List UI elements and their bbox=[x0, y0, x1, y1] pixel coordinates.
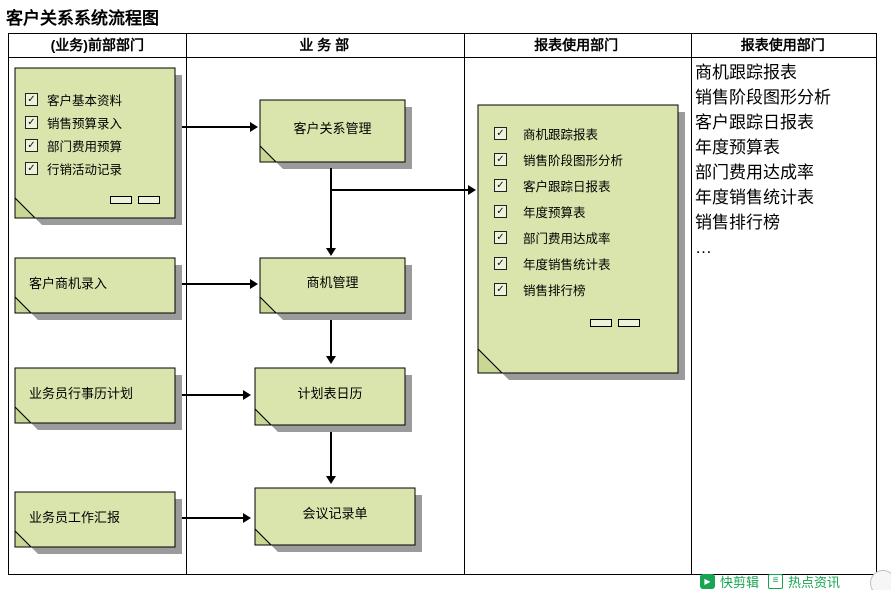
doc-label: 业务员工作汇报 bbox=[29, 510, 121, 525]
column-divider-3 bbox=[691, 34, 692, 574]
doc-opportunity-entry: 客户商机录入 bbox=[14, 257, 182, 320]
list-item: ✓ 客户基本资料 bbox=[25, 88, 122, 111]
checkbox-icon: ✓ bbox=[494, 178, 507, 192]
report-name-list: 商机跟踪报表 销售阶段图形分析 客户跟踪日报表 年度预算表 部门费用达成率 年度… bbox=[695, 60, 831, 260]
doc-work-report: 业务员工作汇报 bbox=[14, 491, 182, 554]
quick-clip-label: 快剪辑 bbox=[720, 575, 760, 590]
item-label: 部门费用达成率 bbox=[523, 231, 611, 246]
list-item: ✓ 行销活动记录 bbox=[25, 157, 122, 180]
item-label: 销售阶段图形分析 bbox=[523, 153, 624, 168]
item-label: 销售预算录入 bbox=[47, 117, 123, 131]
floating-widget-button[interactable] bbox=[870, 570, 891, 590]
list-item: ✓ 销售排行榜 bbox=[494, 276, 623, 302]
box-label: 计划表日历 bbox=[297, 386, 363, 401]
box-label: 客户关系管理 bbox=[293, 120, 372, 136]
checkbox-icon: ✓ bbox=[494, 230, 507, 244]
report-name: 部门费用达成率 bbox=[695, 163, 814, 182]
checkbox-icon: ✓ bbox=[494, 152, 507, 166]
checkbox-icon: ✓ bbox=[25, 139, 38, 152]
mini-button-icon bbox=[110, 196, 132, 204]
mini-button-icon bbox=[590, 319, 612, 327]
doc-calendar-plan: 业务员行事历计划 bbox=[14, 367, 182, 430]
checkbox-icon: ✓ bbox=[25, 116, 38, 129]
checkbox-icon: ✓ bbox=[494, 256, 507, 270]
list-item: ✓ 销售预算录入 bbox=[25, 111, 122, 134]
checkbox-icon: ✓ bbox=[25, 162, 38, 175]
box-schedule-calendar: 计划表日历 bbox=[254, 367, 412, 432]
play-icon: ▶ bbox=[700, 574, 715, 589]
hot-news-label: 热点资讯 bbox=[788, 575, 841, 590]
page-title: 客户关系系统流程图 bbox=[6, 9, 159, 28]
item-label: 行销活动记录 bbox=[47, 163, 123, 177]
box-label: 商机管理 bbox=[306, 275, 359, 290]
checkbox-icon: ✓ bbox=[494, 126, 507, 140]
list-item: ✓ 年度预算表 bbox=[494, 198, 623, 224]
column-divider-1 bbox=[186, 34, 187, 574]
header-business-dept: 业 务 部 bbox=[299, 37, 350, 53]
box-label: 会议记录单 bbox=[302, 506, 368, 521]
item-label: 客户基本资料 bbox=[47, 94, 123, 108]
checkbox-icon: ✓ bbox=[494, 282, 507, 296]
doc-label: 客户商机录入 bbox=[29, 276, 108, 291]
list-item: ✓ 客户跟踪日报表 bbox=[494, 172, 623, 198]
list-item: ✓ 部门费用达成率 bbox=[494, 224, 623, 250]
header-report-dept-2: 报表使用部门 bbox=[740, 37, 825, 53]
swimlane-header: (业务)前部部门 业 务 部 报表使用部门 报表使用部门 bbox=[9, 34, 876, 58]
mini-button-icon bbox=[618, 319, 640, 327]
list-item: ✓ 商机跟踪报表 bbox=[494, 120, 623, 146]
doc-reports: ✓ 商机跟踪报表 ✓ 销售阶段图形分析 ✓ 客户跟踪日报表 ✓ 年度预算表 ✓ bbox=[477, 104, 685, 380]
report-name: … bbox=[695, 238, 712, 257]
checkbox-icon: ✓ bbox=[25, 93, 38, 106]
quick-clip-button[interactable]: ▶ 快剪辑 bbox=[700, 572, 759, 590]
header-front-dept: (业务)前部部门 bbox=[50, 37, 144, 53]
item-label: 部门费用预算 bbox=[47, 140, 123, 154]
checkbox-icon: ✓ bbox=[494, 204, 507, 218]
report-name: 年度预算表 bbox=[695, 138, 780, 157]
item-label: 年度销售统计表 bbox=[523, 257, 611, 272]
report-name: 销售阶段图形分析 bbox=[695, 88, 831, 107]
report-name: 销售排行榜 bbox=[695, 213, 780, 232]
flowchart-frame: (业务)前部部门 业 务 部 报表使用部门 报表使用部门 bbox=[8, 33, 877, 575]
report-name: 年度销售统计表 bbox=[695, 188, 814, 207]
item-label: 销售排行榜 bbox=[523, 283, 586, 298]
mini-button-icon bbox=[138, 196, 160, 204]
report-name: 客户跟踪日报表 bbox=[695, 113, 814, 132]
item-label: 客户跟踪日报表 bbox=[523, 179, 611, 194]
doc-label: 业务员行事历计划 bbox=[29, 386, 134, 401]
box-opportunity-mgmt: 商机管理 bbox=[259, 257, 412, 320]
header-report-dept-1: 报表使用部门 bbox=[534, 37, 619, 53]
news-icon: ≡ bbox=[768, 574, 783, 589]
column-divider-2 bbox=[464, 34, 465, 574]
list-item: ✓ 销售阶段图形分析 bbox=[494, 146, 623, 172]
item-label: 年度预算表 bbox=[523, 205, 586, 220]
item-label: 商机跟踪报表 bbox=[523, 127, 599, 142]
list-item: ✓ 年度销售统计表 bbox=[494, 250, 623, 276]
list-item: ✓ 部门费用预算 bbox=[25, 134, 122, 157]
hot-news-button[interactable]: ≡ 热点资讯 bbox=[768, 572, 840, 590]
report-name: 商机跟踪报表 bbox=[695, 63, 797, 82]
box-meeting-record: 会议记录单 bbox=[254, 487, 422, 552]
box-crm: 客户关系管理 bbox=[259, 99, 412, 169]
doc-customer-inputs: ✓ 客户基本资料 ✓ 销售预算录入 ✓ 部门费用预算 ✓ 行销活动记录 bbox=[14, 67, 182, 225]
